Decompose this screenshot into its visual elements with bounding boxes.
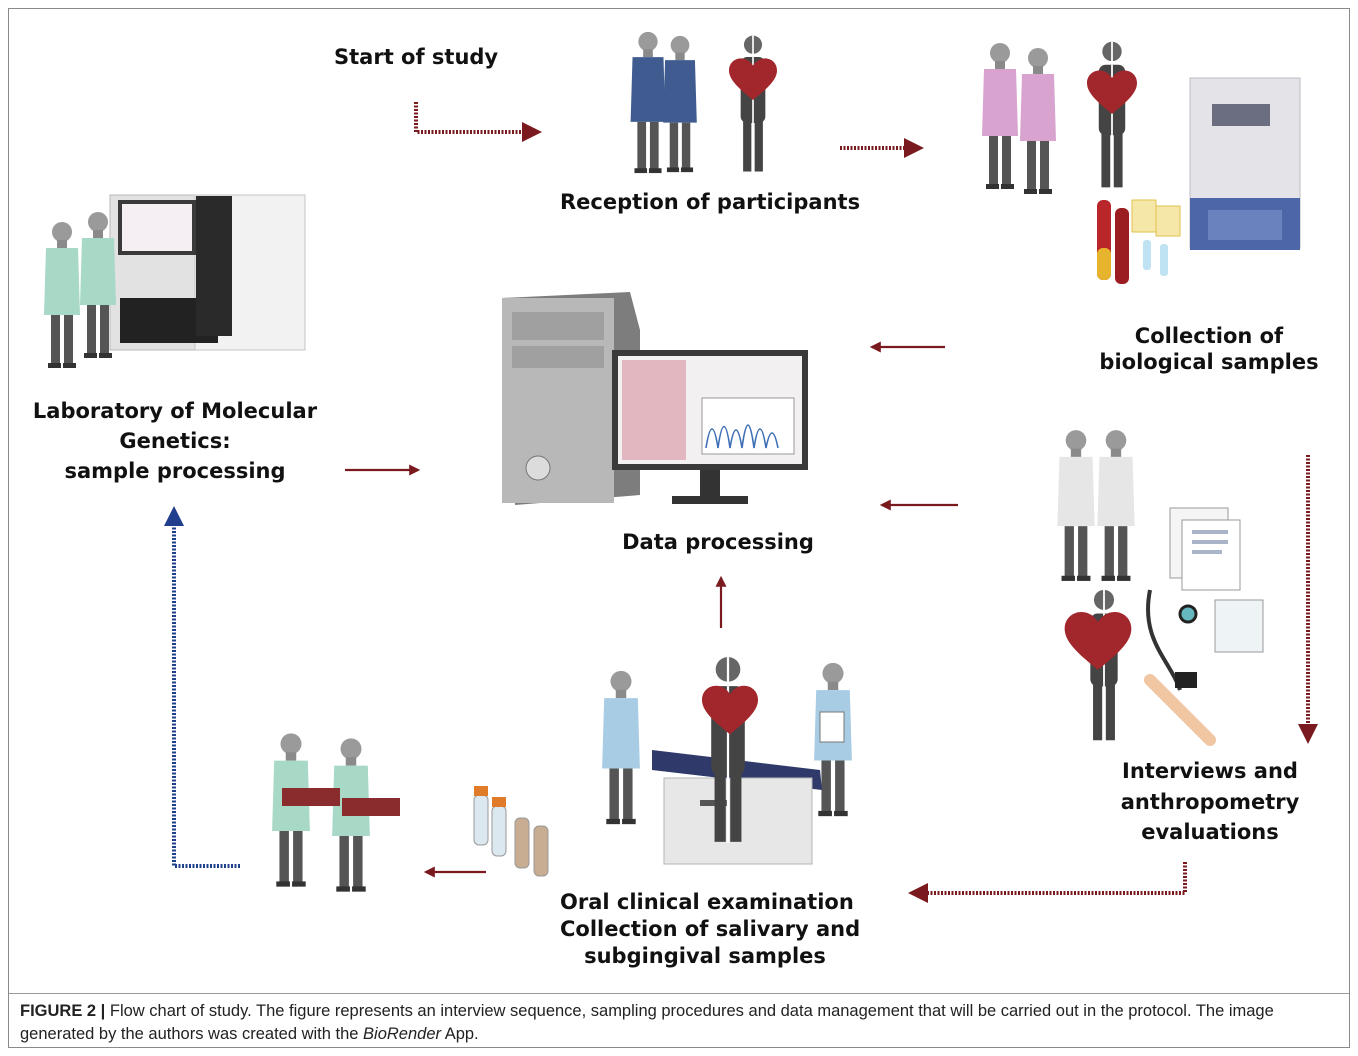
figure-frame [8,8,1350,1048]
technicians-illustration [272,733,549,892]
laboratory-label-line3: sample processing [64,459,286,483]
caption-text-end: App. [441,1025,479,1043]
collection-label-line2: biological samples [1099,350,1319,374]
laboratory-label-line2: Genetics: [119,429,231,453]
reception-label: Reception of participants [560,190,861,214]
interviews-label-line1: Interviews and [1122,759,1298,783]
arrow-technicians-to-lab [164,506,240,868]
figure-caption: FIGURE 2 | Flow chart of study. The figu… [20,1000,1340,1046]
interviews-label-line2: anthropometry [1120,790,1300,814]
collection-illustration [982,41,1301,284]
oral-exam-illustration [602,657,852,865]
interviews-label-line3: evaluations [1141,820,1279,844]
oral-exam-label-line1: Oral clinical examination [560,890,854,914]
caption-divider [9,993,1349,994]
reception-illustration [630,31,777,174]
arrow-start-to-reception [414,102,542,142]
collection-label-line1: Collection of [1134,324,1284,348]
interviews-illustration [1057,430,1264,746]
oral-exam-label-line3: subgingival samples [584,944,826,968]
laboratory-illustration [44,194,306,368]
oral-exam-label-line2: Collection of salivary and [560,917,861,941]
arrow-interviews-to-oral [908,862,1187,903]
start-of-study-label: Start of study [334,45,499,69]
caption-text: Flow chart of study. The figure represen… [20,1002,1274,1043]
data-processing-label: Data processing [622,530,814,554]
laboratory-label-line1: Laboratory of Molecular [32,399,318,423]
computer-illustration [502,292,808,505]
caption-app-name: BioRender [363,1025,442,1043]
figure-number: FIGURE 2 | [20,1002,106,1020]
flow-arrows [164,102,1318,903]
